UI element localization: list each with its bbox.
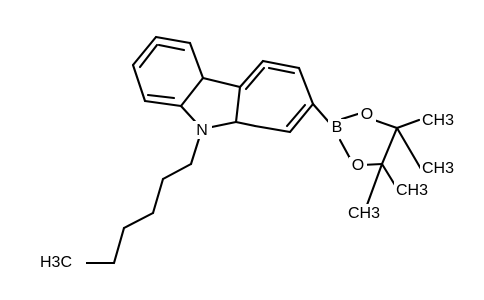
methyl-1-label-background bbox=[420, 111, 464, 131]
bond-ring-top bbox=[201, 76, 242, 89]
bond-chain-3 bbox=[122, 211, 155, 230]
bond-methyl-bottom bbox=[365, 162, 384, 207]
bond-quaternary-carbons bbox=[380, 126, 399, 166]
double-bond-right-ring-3 bbox=[244, 66, 266, 91]
boron-label: B bbox=[332, 119, 343, 136]
terminal-methyl-label: H3C bbox=[40, 254, 72, 271]
bond-right-ring-5 bbox=[253, 124, 292, 134]
bond-left-ring-5 bbox=[131, 63, 147, 103]
methyl-3-label-background bbox=[394, 181, 438, 201]
bond-left-ring-3 bbox=[179, 76, 205, 108]
methyl-2-label-background bbox=[420, 159, 464, 179]
bond-methyl-right bbox=[395, 126, 423, 171]
bond-chain-2 bbox=[151, 177, 165, 215]
oxygen-bottom-label: O bbox=[352, 157, 364, 174]
atom-labels: N B O O CH3 CH3 CH3 CH3 H3C bbox=[38, 106, 464, 274]
oxygen-top-label-background bbox=[358, 106, 376, 124]
bond-left-ring-2 bbox=[188, 41, 205, 80]
bond-left-ring-4 bbox=[143, 99, 183, 108]
bond-chain-1 bbox=[161, 162, 193, 181]
bond-chain-4 bbox=[112, 226, 126, 265]
oxygen-bottom-label-background bbox=[349, 157, 367, 175]
nitrogen-label: N bbox=[196, 122, 208, 139]
bond-oxygen-top-quaternary bbox=[372, 118, 399, 130]
bond-ring-right-vertical bbox=[234, 85, 242, 124]
boronate-ester bbox=[311, 102, 423, 207]
double-bond-right-ring-1 bbox=[267, 66, 296, 75]
methyl-1-label: CH3 bbox=[422, 112, 454, 129]
double-bond-left-ring-3 bbox=[138, 43, 159, 69]
right-benzene-ring bbox=[234, 59, 315, 134]
methyl-4-label-background bbox=[346, 204, 390, 224]
oxygen-top-label: O bbox=[361, 106, 373, 123]
bond-methyl-top bbox=[395, 118, 421, 130]
bond-right-ring-6 bbox=[234, 120, 257, 128]
hexyl-chain bbox=[82, 127, 204, 265]
double-bond-right-ring-2 bbox=[285, 103, 307, 128]
nitrogen-label-background bbox=[192, 121, 212, 139]
bond-right-ring-1 bbox=[238, 59, 265, 89]
bond-left-ring-1 bbox=[154, 35, 192, 45]
bond-boron-oxygen-top bbox=[340, 111, 363, 121]
methyl-4-label: CH3 bbox=[348, 205, 380, 222]
methyl-3-label: CH3 bbox=[396, 182, 428, 199]
double-bond-left-ring-1 bbox=[157, 43, 186, 52]
double-bond-left-ring-2 bbox=[146, 93, 176, 100]
boron-label-background bbox=[328, 119, 346, 137]
bond-right-ring-4 bbox=[288, 102, 315, 134]
bond-right-ring-3 bbox=[297, 66, 315, 106]
bond-right-ring-2 bbox=[261, 59, 301, 70]
terminal-methyl-label-background bbox=[38, 252, 86, 274]
left-benzene-ring bbox=[131, 35, 205, 108]
bond-left-ring-6 bbox=[131, 35, 158, 67]
methyl-2-label: CH3 bbox=[422, 160, 454, 177]
